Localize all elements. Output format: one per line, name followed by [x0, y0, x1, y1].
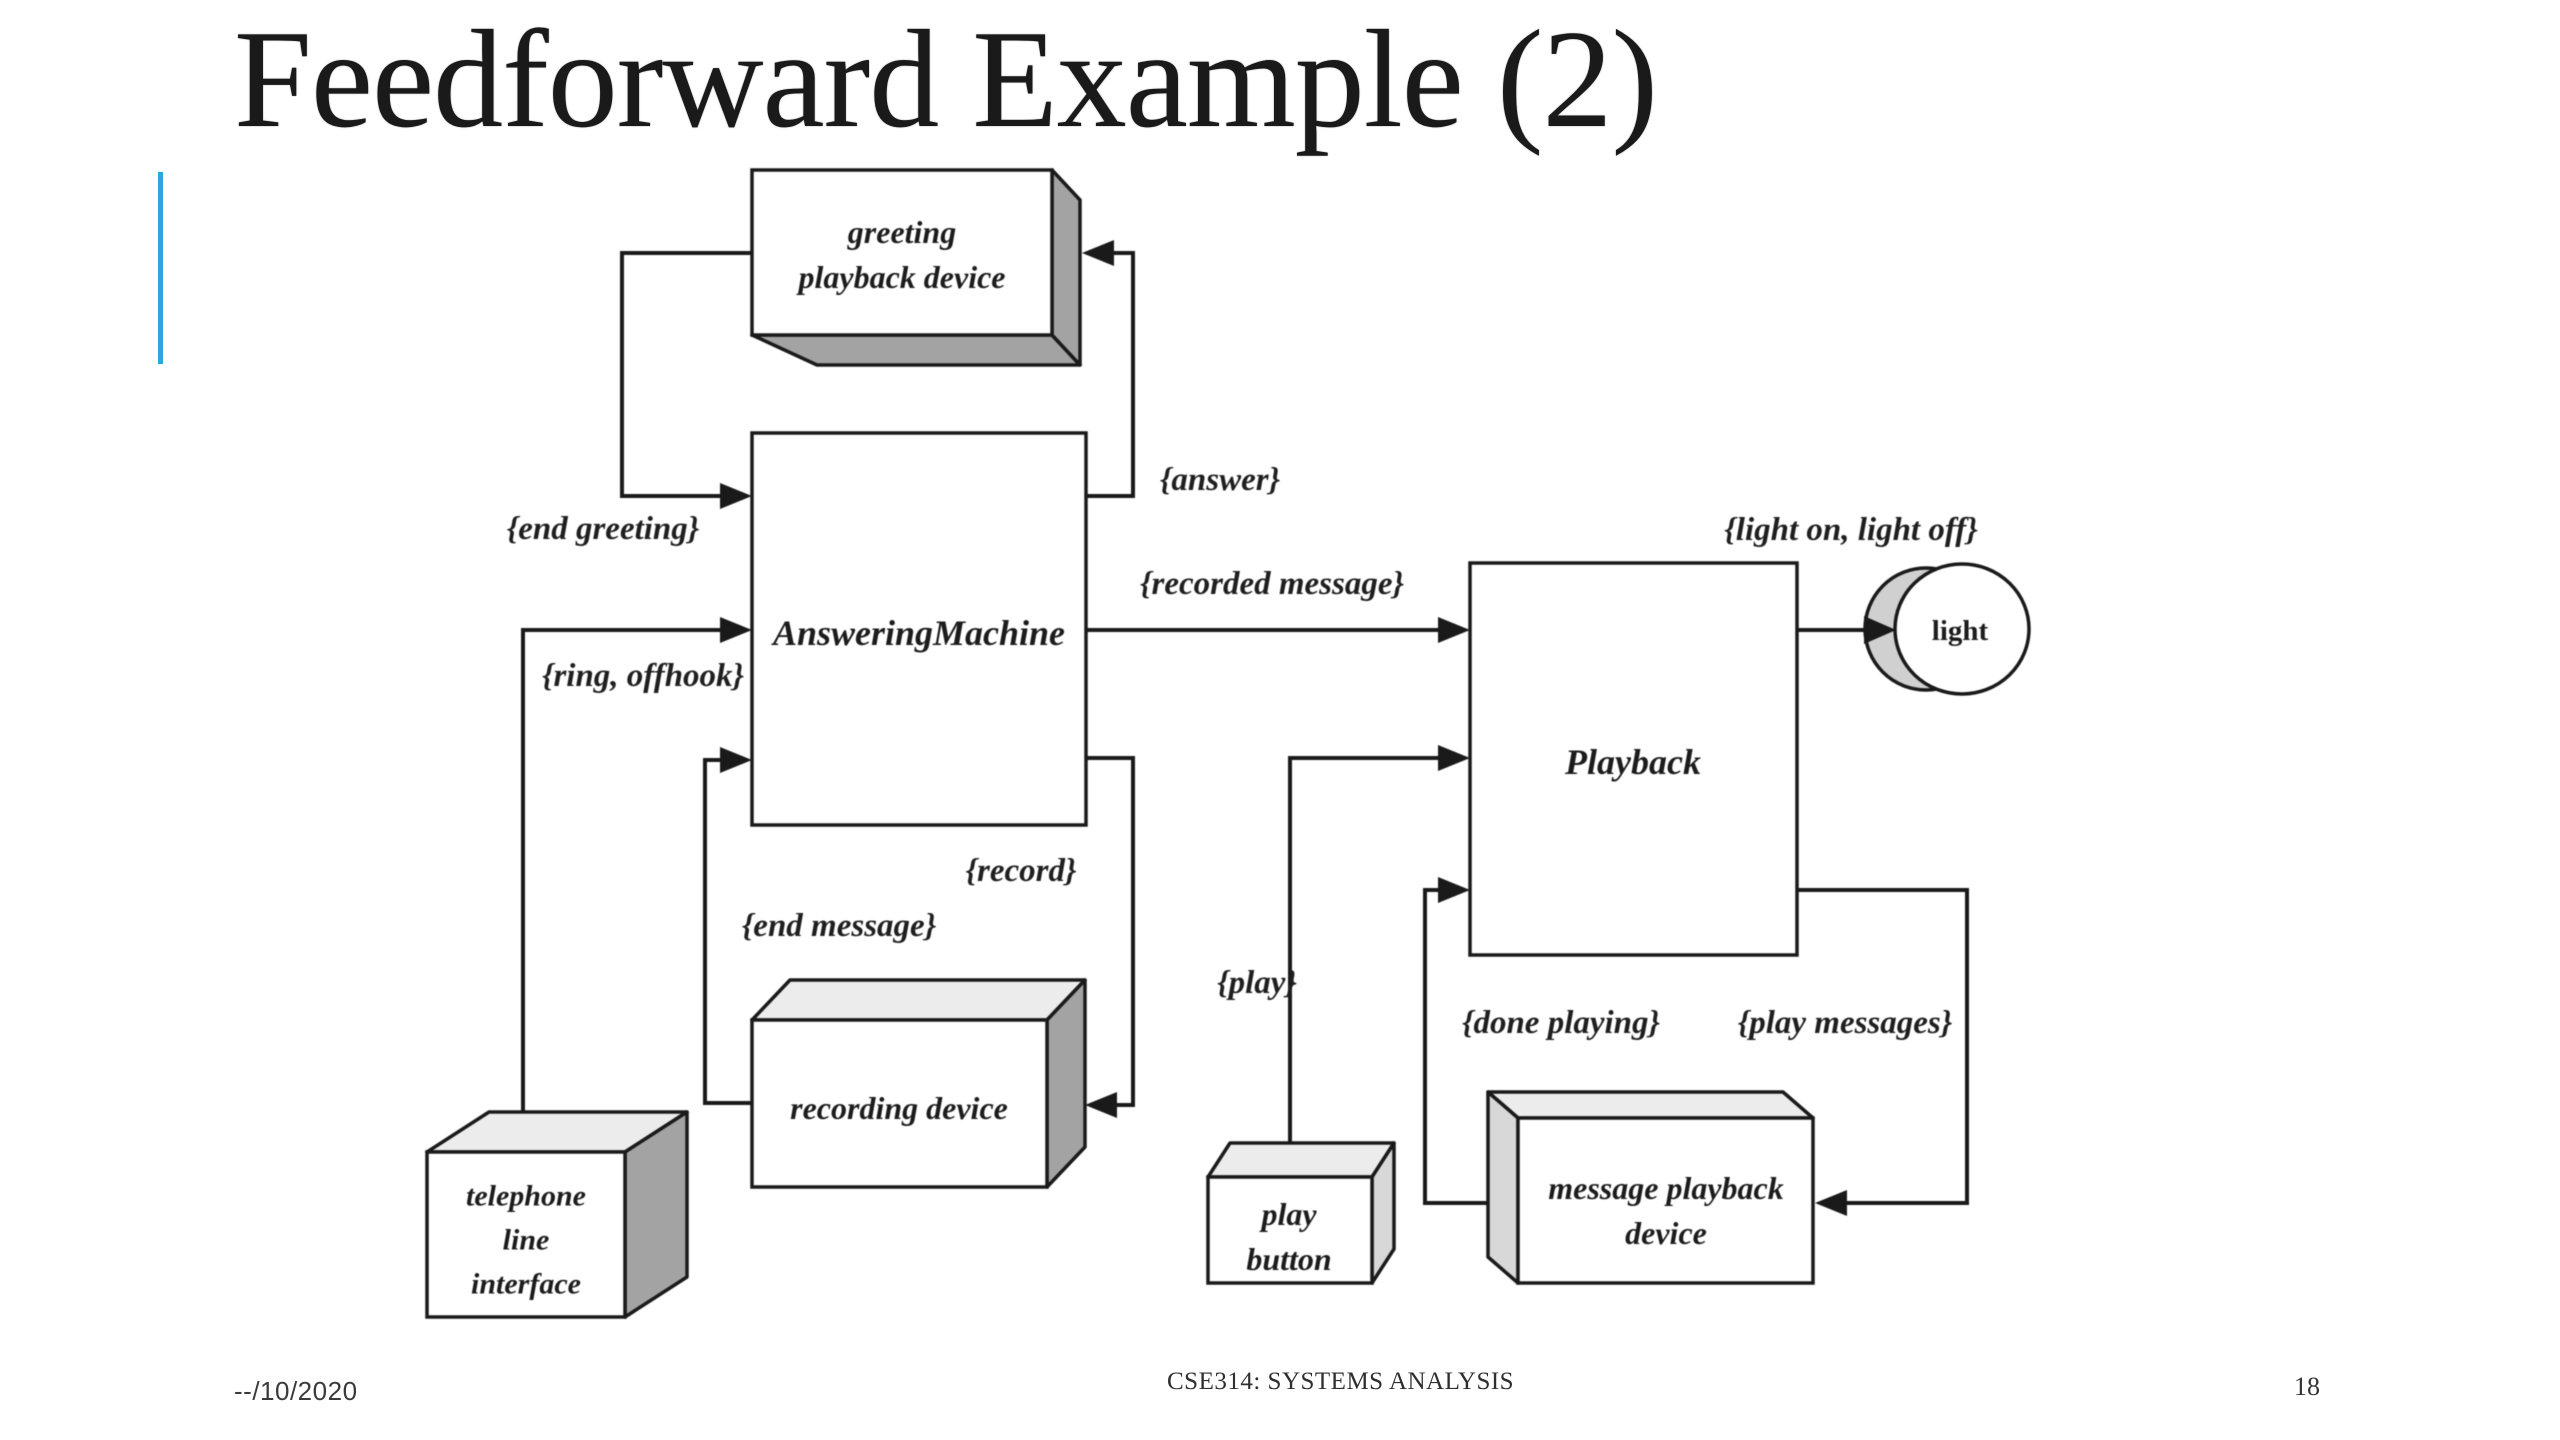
- tli-label-line1: telephone: [466, 1180, 586, 1213]
- gpd-right-face: [1050, 168, 1082, 367]
- mpd-top-face: [1486, 1090, 1815, 1120]
- light-circle: [1893, 562, 2031, 696]
- label-play-messages: {play messages}: [1738, 1005, 1953, 1041]
- mpd-front-face: [1516, 1116, 1815, 1285]
- node-playback: Playback: [1468, 561, 1799, 957]
- edge-ring-offhook: [521, 628, 746, 1150]
- accent-bar: [158, 172, 163, 364]
- label-ring-offhook: {ring, offhook}: [542, 658, 745, 694]
- node-play-button: play button: [1206, 1141, 1396, 1285]
- mpd-left-face: [1486, 1090, 1520, 1285]
- arrowhead-recorded-message: [1438, 617, 1470, 643]
- node-greeting-playback-device: greeting playback device: [750, 168, 1082, 367]
- footer-course: CSE314: SYSTEMS ANALYSIS: [1167, 1368, 1515, 1395]
- node-recording-device: recording device: [750, 978, 1087, 1189]
- page-title: Feedforward Example (2): [234, 2, 1658, 157]
- tli-label-line2: line: [503, 1224, 550, 1257]
- arrowhead-play-messages: [1815, 1190, 1847, 1216]
- label-end-greeting: {end greeting}: [507, 511, 700, 547]
- arrowhead-ring-offhook: [720, 617, 752, 643]
- gpd-front-face: [750, 168, 1054, 337]
- arrowhead-end-greeting: [720, 483, 752, 509]
- mpd-label-line1: message playback: [1548, 1170, 1784, 1206]
- edge-end-greeting: [620, 251, 752, 498]
- recording-device-label: recording device: [790, 1090, 1008, 1126]
- tli-label-line3: interface: [471, 1268, 581, 1301]
- gpd-bottom-face: [750, 333, 1082, 367]
- node-answering-machine: AnsweringMachine: [750, 431, 1088, 827]
- gpd-label-line2: playback device: [796, 259, 1006, 295]
- footer-page-number: 18: [2294, 1372, 2320, 1401]
- gpd-label-line1: greeting: [847, 214, 956, 250]
- arrowhead-done-playing: [1438, 877, 1470, 903]
- recording-device-top-face: [750, 978, 1087, 1022]
- playback-label: Playback: [1564, 742, 1701, 782]
- edge-play-messages: [1797, 888, 1969, 1205]
- label-record: {record}: [966, 853, 1077, 889]
- light-label: light: [1932, 615, 1989, 647]
- play-button-top-face: [1206, 1141, 1396, 1179]
- arrowhead-record: [1085, 1092, 1117, 1118]
- mpd-label-line2: device: [1625, 1215, 1707, 1251]
- edge-record: [1086, 756, 1135, 1107]
- recording-device-front-face: [750, 1018, 1049, 1189]
- arrowhead-end-message: [720, 747, 752, 773]
- arrowhead-light: [1864, 616, 1896, 644]
- play-button-label-line1: play: [1258, 1196, 1317, 1232]
- label-done-playing: {done playing}: [1462, 1005, 1661, 1041]
- answering-machine-box: [750, 431, 1088, 827]
- play-button-label-line2: button: [1246, 1241, 1331, 1277]
- answering-machine-label: AnsweringMachine: [771, 613, 1065, 653]
- label-play: {play}: [1217, 965, 1297, 1001]
- footer-date: --/10/2020: [234, 1376, 358, 1406]
- label-light-on-light-off: {light on, light off}: [1724, 512, 1978, 548]
- node-telephone-line-interface: telephone line interface: [425, 1110, 689, 1319]
- playback-box: [1468, 561, 1799, 957]
- edge-play: [1288, 756, 1464, 1176]
- arrowhead-play: [1438, 745, 1470, 771]
- node-message-playback-device: message playback device: [1486, 1090, 1815, 1285]
- arrowhead-answer: [1082, 240, 1114, 266]
- edge-answer: [1086, 251, 1135, 498]
- label-end-message: {end message}: [742, 908, 937, 944]
- label-answer: {answer}: [1160, 462, 1281, 498]
- play-button-front-face: [1206, 1175, 1374, 1285]
- label-recorded-message: {recorded message}: [1140, 566, 1405, 602]
- tli-front-face: [425, 1150, 627, 1319]
